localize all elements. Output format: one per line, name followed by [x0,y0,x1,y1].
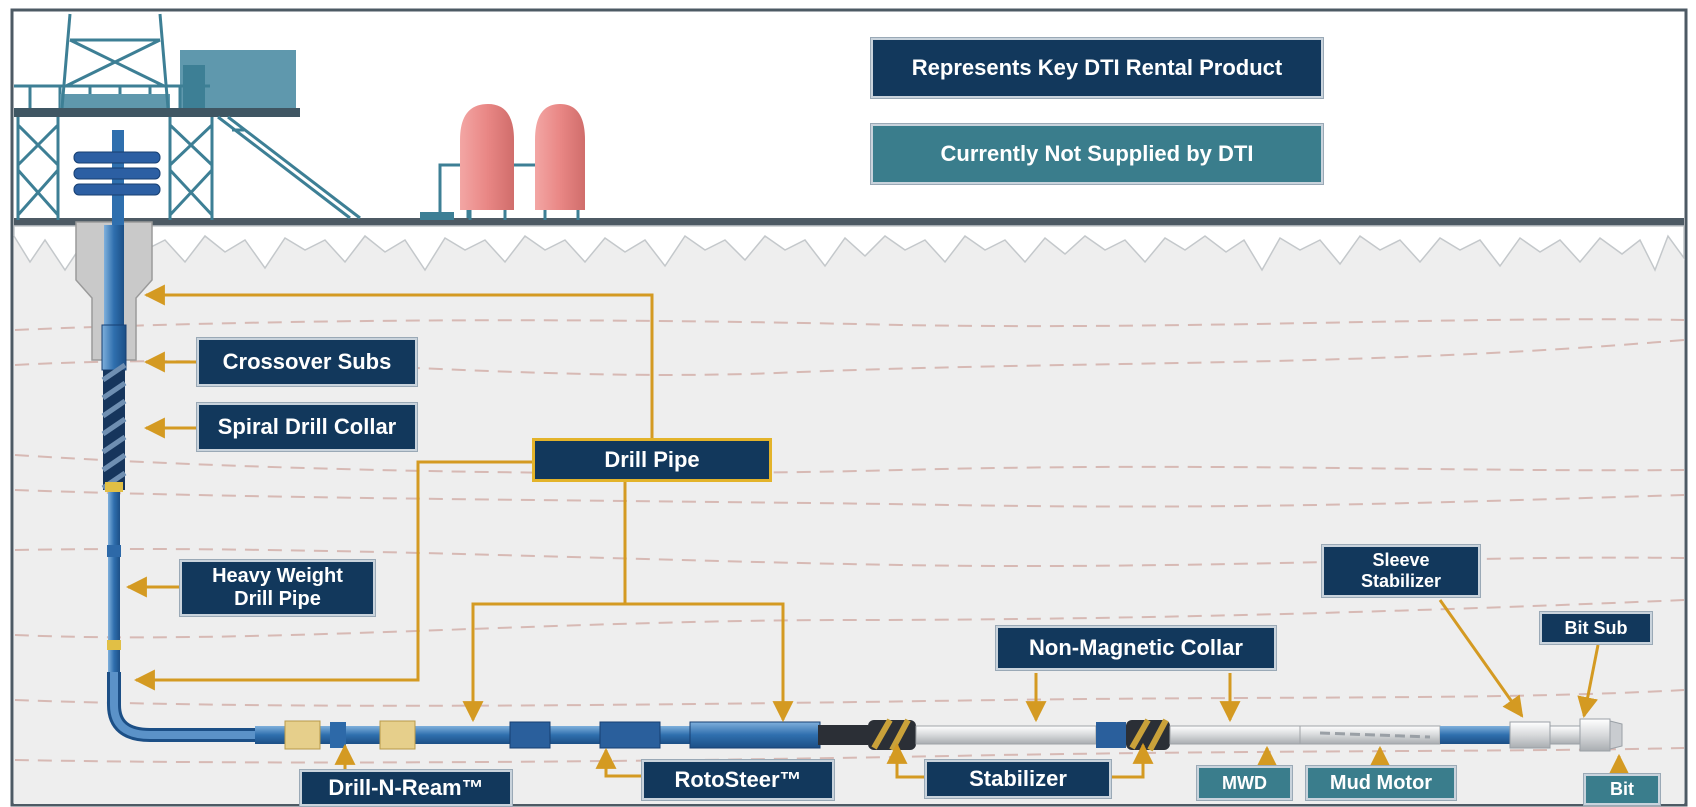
heavy-weight-line1: Heavy Weight [212,565,343,587]
label-mwd: MWD [1197,766,1292,800]
label-non-magnetic-collar: Non-Magnetic Collar [996,626,1276,670]
sleeve-line1: Sleeve [1372,550,1430,571]
label-rotosteer: RotoSteer™ [642,760,834,800]
label-stabilizer: Stabilizer [925,760,1111,798]
label-crossover-subs: Crossover Subs [197,338,417,386]
label-sleeve-stabilizer: Sleeve Stabilizer [1322,545,1480,597]
callout-arrows [125,284,1630,788]
label-mud-motor: Mud Motor [1306,766,1456,800]
vertical-string [101,225,260,742]
bop-stack [73,130,161,225]
label-drill-n-ream: Drill-N-Ream™ [300,770,512,806]
legend-not-supplied: Currently Not Supplied by DTI [871,124,1323,184]
label-heavy-weight-drill-pipe: Heavy Weight Drill Pipe [180,560,375,616]
storage-tanks [420,104,585,220]
label-bit: Bit [1584,774,1660,805]
label-bit-sub: Bit Sub [1540,612,1652,644]
topsoil [13,225,1685,272]
horizontal-string [255,718,1623,752]
label-spiral-drill-collar: Spiral Drill Collar [197,403,417,451]
sleeve-line2: Stabilizer [1360,571,1442,591]
label-drill-pipe: Drill Pipe [532,438,772,482]
legend-key-product: Represents Key DTI Rental Product [871,38,1323,98]
surface-line [14,218,1684,226]
heavy-weight-line2: Drill Pipe [234,588,321,610]
drilling-rig [14,13,361,220]
ground [14,222,1684,804]
